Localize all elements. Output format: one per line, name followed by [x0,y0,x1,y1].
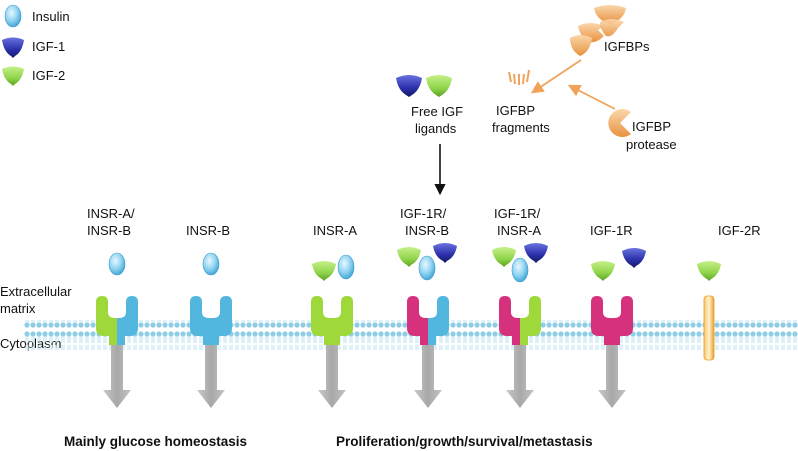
igf1-icon [524,243,548,263]
legend-label-insulin: Insulin [32,9,70,24]
receptor-igf2r [703,295,715,361]
igf2-icon [591,261,615,281]
insulin-icon [108,252,126,276]
insulin-icon [337,254,355,280]
free-igf-ligands [396,75,452,97]
signal-arrow [414,340,442,408]
igf2-icon [492,247,516,267]
receptor-label-2: INSR-B [186,223,230,238]
igfbp-icon [600,19,624,37]
igfbp-icon [570,35,592,56]
igfbp-fragments-label-2: fragments [492,120,550,135]
signal-arrows [103,340,626,408]
legend-igf2: IGF-2 [2,66,65,86]
legend-insulin: Insulin [4,4,70,28]
legend-label-igf1: IGF-1 [32,39,65,54]
signal-arrow [318,340,346,408]
extracellular-label-2: matrix [0,301,36,316]
igf1-icon [396,75,422,97]
receptor-label-3: INSR-A [313,223,357,238]
bound-ligands [108,243,721,283]
igfbp-icon [594,5,626,24]
igfbps-group: IGFBPs [570,5,650,56]
receptor-label-1b: INSR-B [87,223,131,238]
legend-igf1: IGF-1 [2,37,65,58]
outcome-proliferation-label: Proliferation/growth/survival/metastasis [336,434,593,449]
igf1-legend-icon [2,37,24,58]
free-igf-label-2: ligands [415,121,457,136]
insulin-icon [202,252,220,276]
receptor-label-1a: INSR-A/ [87,206,135,221]
igf1-icon [433,243,457,263]
signal-arrow [598,340,626,408]
igf2-legend-icon [2,66,24,86]
protease-to-fragments-arrow [567,84,616,110]
igf2-icon [312,261,336,281]
receptor-insr-b [190,296,232,345]
signal-arrow [197,340,225,408]
signal-arrow [506,340,534,408]
receptor-igf1r [591,296,633,345]
insulin-legend-icon [4,4,22,28]
signal-arrow [103,340,131,408]
legend-label-igf2: IGF-2 [32,68,65,83]
receptor-insr-a-insr-b [96,296,138,345]
legend: Insulin IGF-1 IGF-2 [2,4,70,86]
igfbp-to-fragments-arrow [530,59,582,94]
insulin-icon [418,255,436,281]
igfbp-fragments-label-1: IGFBP [496,103,535,118]
igfbps-label: IGFBPs [604,39,650,54]
receptor-insr-a [311,296,353,345]
receptor-label-7: IGF-2R [718,223,761,238]
igfbp-protease-icon [608,109,631,137]
receptor-label-5a: IGF-1R/ [494,206,541,221]
receptor-igf1r-insr-b [407,296,449,345]
outcome-glucose-label: Mainly glucose homeostasis [64,434,247,449]
receptor-igf1r-insr-a [499,296,541,345]
receptor-label-6: IGF-1R [590,223,633,238]
receptor-label-4b: INSR-B [405,223,449,238]
igf2-icon [426,75,452,97]
receptor-label-5b: INSR-A [497,223,541,238]
igfbp-protease-label-1: IGFBP [632,119,671,134]
igfbp-fragments-icon [508,69,530,85]
insulin-icon [511,257,529,283]
extracellular-label-1: Extracellular [0,284,72,299]
receptor-label-4a: IGF-1R/ [400,206,447,221]
igf2-icon [397,247,421,267]
igf2-icon [697,261,721,281]
igfbp-protease-label-2: protease [626,137,677,152]
igf1-icon [622,248,646,268]
free-igf-label-1: Free IGF [411,104,463,119]
